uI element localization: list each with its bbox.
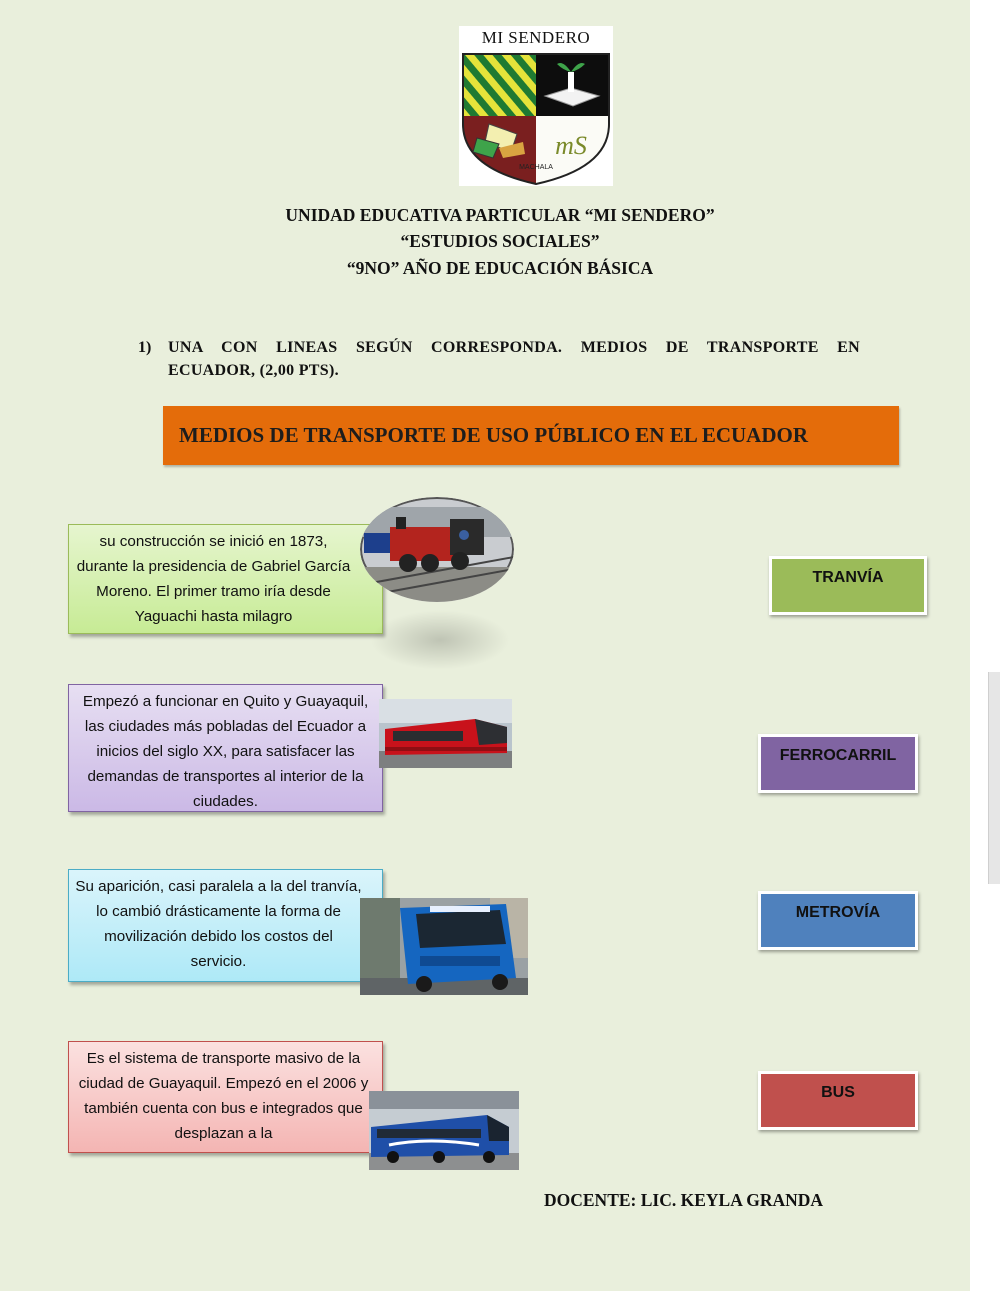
school-name-heading: UNIDAD EDUCATIVA PARTICULAR “MI SENDERO” [285, 205, 715, 225]
description-card-4[interactable]: Es el sistema de transporte masivo de la… [68, 1041, 383, 1153]
label-tranvia[interactable]: TRANVÍA [769, 556, 927, 615]
metrovia-photo [369, 1091, 519, 1170]
section-banner: MEDIOS DE TRANSPORTE DE USO PÚBLICO EN E… [163, 406, 899, 465]
crest-monogram: mS [555, 131, 587, 160]
question-text-line1: UNA CON LINEAS SEGÚN CORRESPONDA. MEDIOS… [168, 339, 860, 356]
subject-heading: “ESTUDIOS SOCIALES” [400, 231, 600, 251]
crest-title: MI SENDERO [481, 28, 591, 47]
photo-shadow [370, 610, 510, 670]
description-card-3[interactable]: Su aparición, casi paralela a la del tra… [68, 869, 383, 982]
label-metrovia[interactable]: METROVÍA [758, 891, 918, 950]
description-card-1[interactable]: su construcción se inició en 1873, duran… [68, 524, 383, 634]
side-scroll-tab[interactable] [988, 672, 1000, 884]
description-card-2[interactable]: Empezó a funcionar en Quito y Guayaquil,… [68, 684, 383, 812]
crest-motto: MACHALA [519, 164, 553, 171]
school-crest-logo: mS MI SENDERO MACHALA [459, 26, 613, 186]
page-margin [970, 0, 1000, 1291]
grade-heading: “9NO” AÑO DE EDUCACIÓN BÁSICA [346, 258, 654, 278]
question-number: 1) [138, 339, 152, 356]
bus-photo [360, 898, 528, 995]
teacher-name: DOCENTE: LIC. KEYLA GRANDA [544, 1190, 824, 1210]
label-ferrocarril[interactable]: FERROCARRIL [758, 734, 918, 793]
question-instruction: 1) UNA CON LINEAS SEGÚN CORRESPONDA. MED… [138, 336, 860, 382]
banner-title: MEDIOS DE TRANSPORTE DE USO PÚBLICO EN E… [179, 423, 808, 447]
question-text-line2: ECUADOR, (2,00 PTS). [168, 362, 339, 379]
label-bus[interactable]: BUS [758, 1071, 918, 1130]
train-photo [360, 497, 514, 602]
tram-photo [379, 699, 512, 768]
